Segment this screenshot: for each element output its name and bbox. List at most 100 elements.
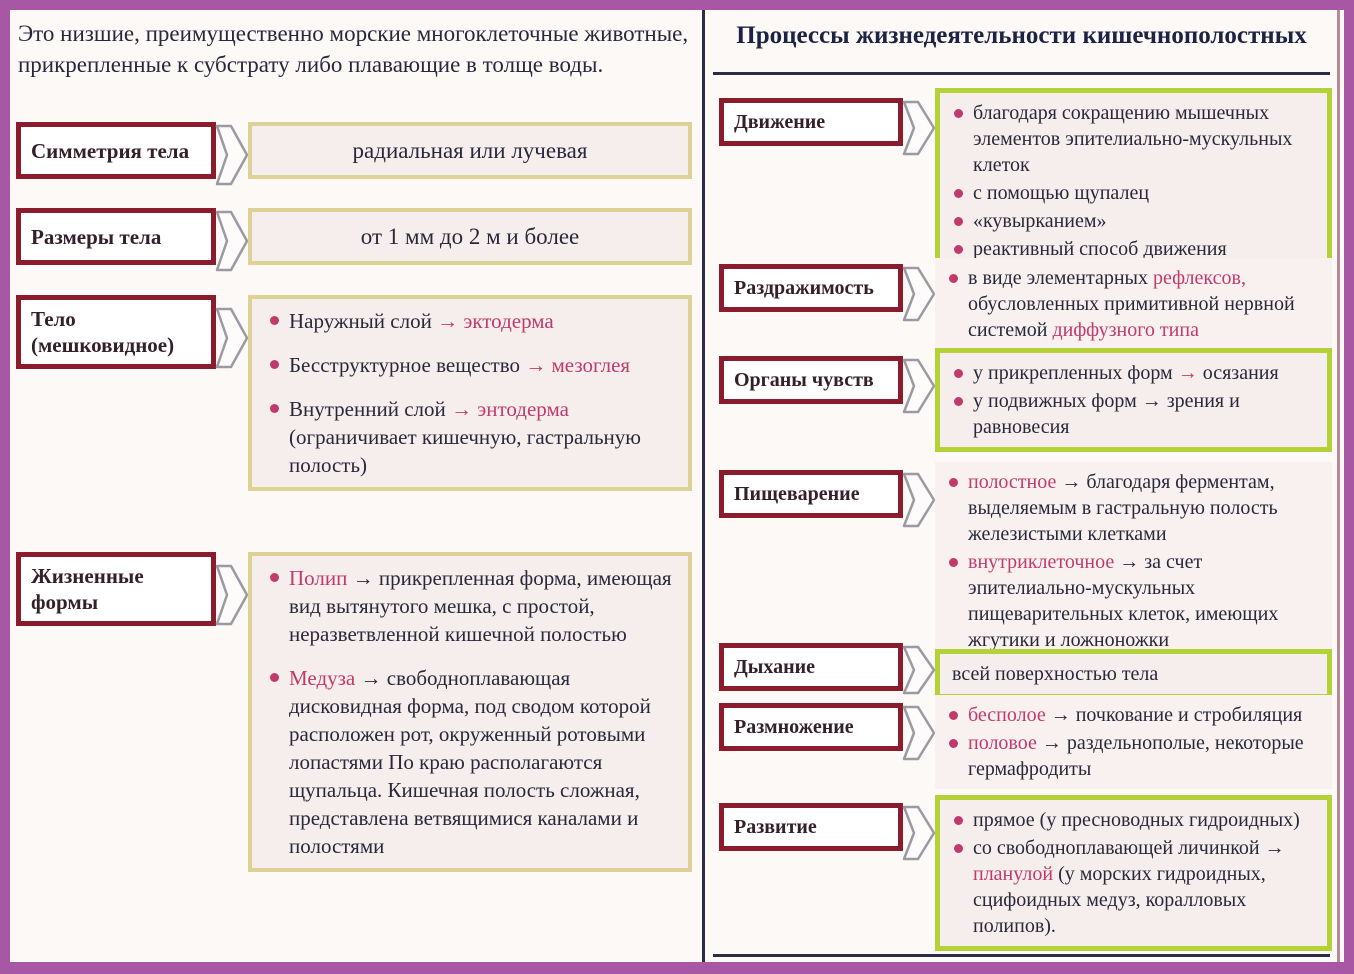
block-arrow-right-icon — [902, 266, 936, 327]
bullet-text: Внутренний слой → энтодерма (ограничивае… — [289, 397, 641, 477]
bullet-dot-icon — [270, 404, 279, 413]
block-arrow-right-icon — [215, 564, 249, 631]
label-text: Пищеварение — [734, 483, 860, 505]
bullet-item: полостное → благодаря ферментам, выделяе… — [947, 469, 1320, 547]
bullet-item: внутриклеточное → за счет эпителиально-м… — [947, 549, 1320, 653]
bullet-dot-icon — [954, 189, 963, 198]
bullet-text: внутриклеточное → за счет эпителиально-м… — [968, 551, 1279, 651]
bullet-text: «кувырканием» — [973, 210, 1107, 232]
right-panel: Процессы жизнедеятельности кишечнополост… — [705, 10, 1344, 962]
bullet-text: Бесструктурное вещество → мезоглея — [289, 353, 631, 377]
row-pishchevarenie: Пищеварение полостное → благодаря фермен… — [719, 462, 1332, 660]
label-telo: Тело (мешковидное) — [16, 295, 216, 369]
block-arrow-right-icon — [215, 307, 249, 374]
content-razdrazhimost: в виде элементарных рефлексов, обусловле… — [935, 258, 1332, 350]
bullet-item: реактивный способ движения — [952, 236, 1315, 262]
bullet-text: Полип → прикрепленная форма, имеющая вид… — [289, 566, 672, 646]
bullet-item: Наружный слой → эктодерма — [268, 307, 672, 335]
page-title: Процессы жизнедеятельности кишечнополост… — [736, 22, 1307, 49]
column-divider — [702, 10, 705, 962]
content-dykhanie: всей поверхностью тела — [935, 649, 1332, 699]
bullet-dot-icon — [270, 360, 279, 369]
row-razdrazhimost: Раздражимость в виде элементарных рефлек… — [719, 258, 1332, 350]
bullet-dot-icon — [270, 673, 279, 682]
row-telo: Тело (мешковидное) Наружный слой → эктод… — [16, 295, 692, 491]
bullet-dot-icon — [954, 109, 963, 118]
bullet-dot-icon — [270, 573, 279, 582]
bullet-item: половое → раздельнополые, некоторые герм… — [947, 730, 1320, 782]
bullet-dot-icon — [949, 274, 958, 283]
bullet-text: половое → раздельнополые, некоторые герм… — [968, 732, 1304, 780]
bullet-item: «кувырканием» — [952, 208, 1315, 234]
content-simmetriya-tela: радиальная или лучевая — [248, 122, 692, 179]
bullet-text: полостное → благодаря ферментам, выделяе… — [968, 471, 1278, 545]
left-panel: Это низшие, преимущественно морские мног… — [10, 10, 702, 962]
block-arrow-right-icon — [215, 124, 249, 191]
label-razdrazhimost: Раздражимость — [719, 264, 903, 312]
row-simmetriya-tela: Симметрия тела радиальная или лучевая — [16, 122, 692, 191]
bullet-dot-icon — [954, 369, 963, 378]
row-dvizhenie: Движение благодаря сокращению мышечных э… — [719, 88, 1332, 274]
block-arrow-right-icon — [215, 210, 249, 277]
bullet-dot-icon — [954, 397, 963, 406]
label-text: Дыхание — [734, 656, 816, 678]
bullet-item: Полип → прикрепленная форма, имеющая вид… — [268, 564, 672, 648]
bullet-dot-icon — [949, 478, 958, 487]
bullet-item: бесполое → почкование и стробиляция — [947, 702, 1320, 728]
bullet-item: прямое (у пресноводных гидроидных) — [952, 807, 1315, 833]
content-organy-chuvstv: у прикрепленных форм → осязания у подвижн… — [935, 348, 1332, 452]
bullet-dot-icon — [949, 558, 958, 567]
bullet-dot-icon — [954, 844, 963, 853]
bullet-text: в виде элементарных рефлексов, обусловле… — [968, 267, 1295, 341]
label-pishchevarenie: Пищеварение — [719, 470, 903, 518]
bullet-text: у подвижных форм → зрения и равновесия — [973, 390, 1240, 438]
bullet-item: со свободноплавающей личинкой → планулой… — [952, 835, 1315, 939]
bullet-item: у подвижных форм → зрения и равновесия — [952, 388, 1315, 440]
block-arrow-right-icon — [902, 472, 936, 533]
label-text: Движение — [734, 111, 826, 133]
bullet-dot-icon — [949, 739, 958, 748]
content-zhiznennye-formy: Полип → прикрепленная форма, имеющая вид… — [248, 552, 692, 872]
block-arrow-right-icon — [902, 645, 936, 700]
bullet-text: Медуза → свободноплавающая дисковидная ф… — [289, 666, 651, 858]
label-text: Органы чувств — [734, 369, 874, 391]
row-razmnozhenie: Размножение бесполое → почкование и стро… — [719, 695, 1332, 789]
title-underline — [713, 72, 1330, 75]
bullet-text: реактивный способ движения — [973, 238, 1227, 260]
content-pishchevarenie: полостное → благодаря ферментам, выделяе… — [935, 462, 1332, 660]
bullet-dot-icon — [954, 217, 963, 226]
bullet-dot-icon — [270, 316, 279, 325]
block-arrow-right-icon — [902, 705, 936, 766]
label-razvitie: Развитие — [719, 803, 903, 851]
label-dykhanie: Дыхание — [719, 643, 903, 691]
block-arrow-right-icon — [902, 100, 936, 161]
bullet-dot-icon — [954, 816, 963, 825]
content-razmery-tela: от 1 мм до 2 м и более — [248, 208, 692, 265]
label-dvizhenie: Движение — [719, 98, 903, 146]
label-text: Тело (мешковидное) — [31, 307, 175, 357]
bullet-item: Бесструктурное вещество → мезоглея — [268, 351, 672, 379]
intro-text: Это низшие, преимущественно морские мног… — [18, 21, 689, 77]
block-arrow-right-icon — [902, 805, 936, 866]
label-text: Жизненные формы — [31, 564, 144, 614]
label-text: Симметрия тела — [31, 138, 190, 163]
bullet-text: у прикрепленных форм → осязания — [973, 362, 1279, 384]
bullet-text: бесполое → почкование и стробиляция — [968, 704, 1303, 726]
bullet-text: Наружный слой → эктодерма — [289, 309, 554, 333]
row-zhiznennye-formy: Жизненные формы Полип → прикрепленная фо… — [16, 552, 692, 872]
content-dvizhenie: благодаря сокращению мышечных элементов … — [935, 88, 1332, 274]
bullet-item: в виде элементарных рефлексов, обусловле… — [947, 265, 1320, 343]
row-razmery-tela: Размеры тела от 1 мм до 2 м и более — [16, 208, 692, 277]
content-razmnozhenie: бесполое → почкование и стробиляция полов… — [935, 695, 1332, 789]
bullet-text: с помощью щупалец — [973, 182, 1150, 204]
bullet-item: благодаря сокращению мышечных элементов … — [952, 100, 1315, 178]
row-organy-chuvstv: Органы чувств у прикрепленных форм → ося… — [719, 348, 1332, 452]
label-organy-chuvstv: Органы чувств — [719, 356, 903, 404]
page-inner: Это низшие, преимущественно морские мног… — [10, 10, 1344, 962]
label-razmnozhenie: Размножение — [719, 703, 903, 751]
label-razmery-tela: Размеры тела — [16, 208, 216, 265]
bullet-item: Медуза → свободноплавающая дисковидная ф… — [268, 664, 672, 860]
label-text: Развитие — [734, 816, 817, 838]
